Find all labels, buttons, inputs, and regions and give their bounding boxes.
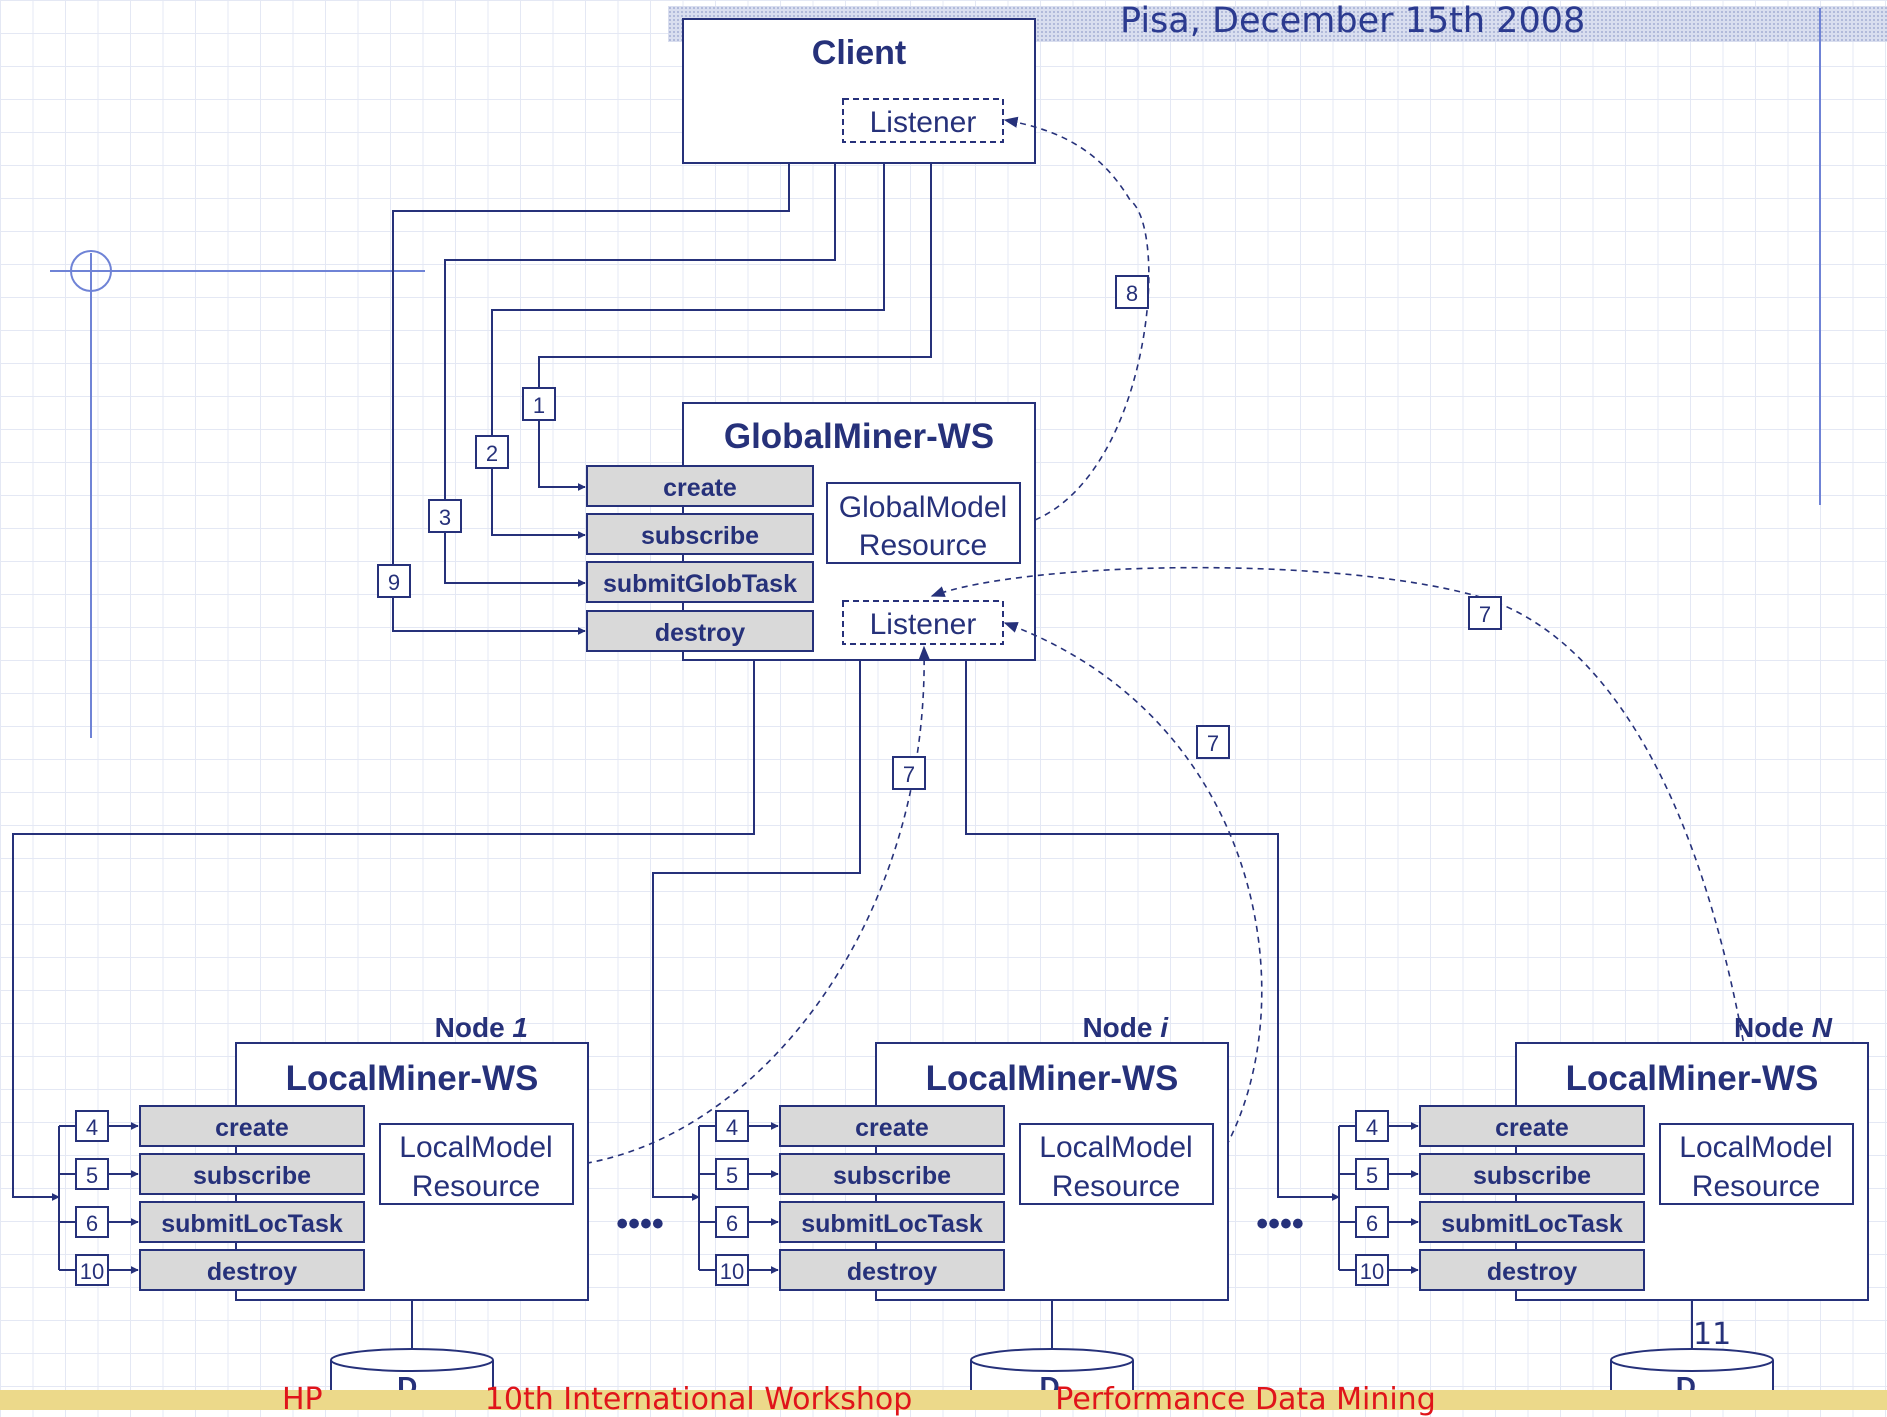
svg-text:Resource: Resource xyxy=(412,1170,540,1203)
svg-text:4: 4 xyxy=(726,1115,738,1140)
svg-text:4: 4 xyxy=(86,1115,98,1140)
svg-text:Resource: Resource xyxy=(1692,1170,1820,1203)
svg-text:submitGlobTask: submitGlobTask xyxy=(603,570,797,598)
svg-text:LocalModel: LocalModel xyxy=(399,1131,552,1164)
svg-text:10: 10 xyxy=(80,1259,104,1284)
svg-text:submitLocTask: submitLocTask xyxy=(1441,1210,1623,1238)
node-i-label: Node i xyxy=(1082,1012,1169,1043)
node-n-label: Node N xyxy=(1734,1012,1833,1043)
global-listener-label: Listener xyxy=(870,608,977,641)
client-step-labels: 1 2 3 9 xyxy=(378,388,555,597)
svg-text:subscribe: subscribe xyxy=(1473,1162,1591,1190)
slide-number: 11 xyxy=(1693,1318,1731,1352)
svg-text:create: create xyxy=(855,1114,929,1142)
svg-text:create: create xyxy=(663,474,737,502)
node-1-label: Node 1 xyxy=(435,1012,528,1043)
ellipsis-2: •••• xyxy=(1256,1205,1304,1243)
client-box: Client Listener xyxy=(683,19,1035,163)
svg-text:7: 7 xyxy=(903,762,915,787)
globalminer-box: GlobalMiner-WS create subscribe submitGl… xyxy=(587,403,1035,660)
svg-text:3: 3 xyxy=(439,505,451,530)
client-title: Client xyxy=(812,34,906,72)
svg-text:LocalModel: LocalModel xyxy=(1039,1131,1192,1164)
svg-text:9: 9 xyxy=(388,570,400,595)
svg-text:LocalMiner-WS: LocalMiner-WS xyxy=(286,1059,539,1098)
svg-text:Resource: Resource xyxy=(1052,1170,1180,1203)
svg-text:submitLocTask: submitLocTask xyxy=(801,1210,983,1238)
svg-text:LocalModel: LocalModel xyxy=(1679,1131,1832,1164)
svg-text:6: 6 xyxy=(726,1211,738,1236)
svg-text:create: create xyxy=(1495,1114,1569,1142)
svg-text:destroy: destroy xyxy=(1487,1258,1577,1286)
svg-text:GlobalModel: GlobalModel xyxy=(839,491,1007,524)
svg-text:5: 5 xyxy=(1366,1163,1378,1188)
svg-text:10: 10 xyxy=(1360,1259,1384,1284)
svg-text:2: 2 xyxy=(486,441,498,466)
svg-text:destroy: destroy xyxy=(655,619,745,647)
svg-text:LocalMiner-WS: LocalMiner-WS xyxy=(926,1059,1179,1098)
svg-text:7: 7 xyxy=(1479,602,1491,627)
svg-text:8: 8 xyxy=(1126,281,1138,306)
svg-text:Resource: Resource xyxy=(859,529,987,562)
node-n: Node N LocalMiner-WS create subscribe su… xyxy=(1339,1012,1868,1408)
svg-text:subscribe: subscribe xyxy=(833,1162,951,1190)
footer-text: HP 10th International Workshop Performan… xyxy=(282,1383,1436,1417)
client-listener-label: Listener xyxy=(870,106,977,139)
svg-text:5: 5 xyxy=(86,1163,98,1188)
svg-text:subscribe: subscribe xyxy=(641,522,759,550)
svg-text:4: 4 xyxy=(1366,1115,1378,1140)
node-i: Node i LocalMiner-WS create subscribe su… xyxy=(699,1012,1228,1408)
ellipsis-1: •••• xyxy=(616,1205,664,1243)
node-1: Node 1 LocalMiner-WS create subscribe su… xyxy=(59,1012,588,1408)
svg-text:submitLocTask: submitLocTask xyxy=(161,1210,343,1238)
svg-text:7: 7 xyxy=(1207,731,1219,756)
svg-text:destroy: destroy xyxy=(207,1258,297,1286)
svg-text:create: create xyxy=(215,1114,289,1142)
svg-text:1: 1 xyxy=(533,393,545,418)
svg-text:5: 5 xyxy=(726,1163,738,1188)
svg-text:6: 6 xyxy=(1366,1211,1378,1236)
svg-text:subscribe: subscribe xyxy=(193,1162,311,1190)
svg-text:10: 10 xyxy=(720,1259,744,1284)
svg-text:6: 6 xyxy=(86,1211,98,1236)
svg-text:LocalMiner-WS: LocalMiner-WS xyxy=(1566,1059,1819,1098)
svg-text:destroy: destroy xyxy=(847,1258,937,1286)
globalminer-title: GlobalMiner-WS xyxy=(724,417,994,456)
